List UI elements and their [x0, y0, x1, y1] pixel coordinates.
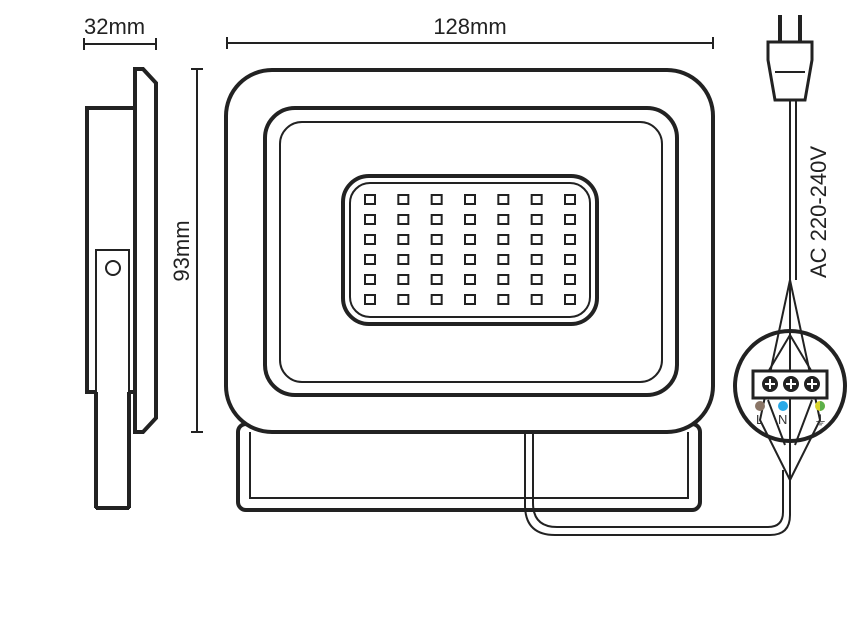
width-label: 128mm	[433, 14, 506, 39]
led-chip	[464, 234, 476, 245]
led-chip	[530, 274, 543, 285]
led-chip	[564, 254, 576, 265]
terminal-label-n: N	[778, 412, 787, 427]
depth-dimension: 32mm	[83, 14, 157, 50]
led-chip	[364, 254, 376, 265]
led-chip	[564, 214, 576, 225]
front-view	[224, 68, 715, 512]
led-chip	[397, 294, 410, 305]
height-dimension: 93mm	[169, 68, 203, 433]
led-chip	[430, 234, 443, 245]
led-chip	[364, 294, 376, 305]
led-chip	[430, 194, 443, 205]
led-chip	[364, 194, 376, 205]
neutral-wire-dot	[778, 401, 788, 411]
led-chip	[397, 194, 410, 205]
terminal-detail: L N ⏚	[733, 329, 847, 446]
led-chip	[497, 234, 510, 245]
height-label: 93mm	[169, 220, 194, 281]
led-chip	[530, 234, 543, 245]
led-chip	[430, 274, 443, 285]
led-chip	[497, 274, 510, 285]
led-chip	[364, 274, 376, 285]
led-chip	[430, 214, 443, 225]
width-dimension: 128mm	[226, 14, 714, 49]
led-chip	[364, 234, 376, 245]
led-chip	[564, 194, 576, 205]
led-chip	[397, 214, 410, 225]
led-chip	[464, 294, 476, 305]
voltage-label: AC 220-240V	[806, 146, 831, 278]
led-chip	[397, 274, 410, 285]
led-chip	[397, 254, 410, 265]
led-chip	[464, 214, 476, 225]
led-chip	[397, 234, 410, 245]
led-chip	[564, 294, 576, 305]
led-chip	[530, 194, 543, 205]
terminal-label-l: L	[756, 412, 763, 427]
live-wire-dot	[755, 401, 765, 411]
led-chip	[530, 214, 543, 225]
side-view	[85, 67, 158, 510]
depth-label: 32mm	[84, 14, 145, 39]
plug-icon	[766, 15, 814, 102]
earth-symbol-icon: ⏚	[814, 413, 827, 428]
led-chip	[430, 254, 443, 265]
led-chip	[497, 294, 510, 305]
led-chip	[464, 254, 476, 265]
led-chip	[497, 194, 510, 205]
led-chip	[497, 254, 510, 265]
led-chip	[564, 274, 576, 285]
led-chip	[564, 234, 576, 245]
led-chip	[464, 274, 476, 285]
led-chip	[530, 254, 543, 265]
led-grid	[364, 194, 576, 305]
led-chip	[364, 214, 376, 225]
led-chip	[530, 294, 543, 305]
terminal-screws	[762, 376, 820, 392]
power-cable	[524, 100, 822, 536]
mounting-hole-icon	[105, 260, 121, 276]
led-chip	[430, 294, 443, 305]
led-chip	[497, 214, 510, 225]
led-chip	[464, 194, 476, 205]
